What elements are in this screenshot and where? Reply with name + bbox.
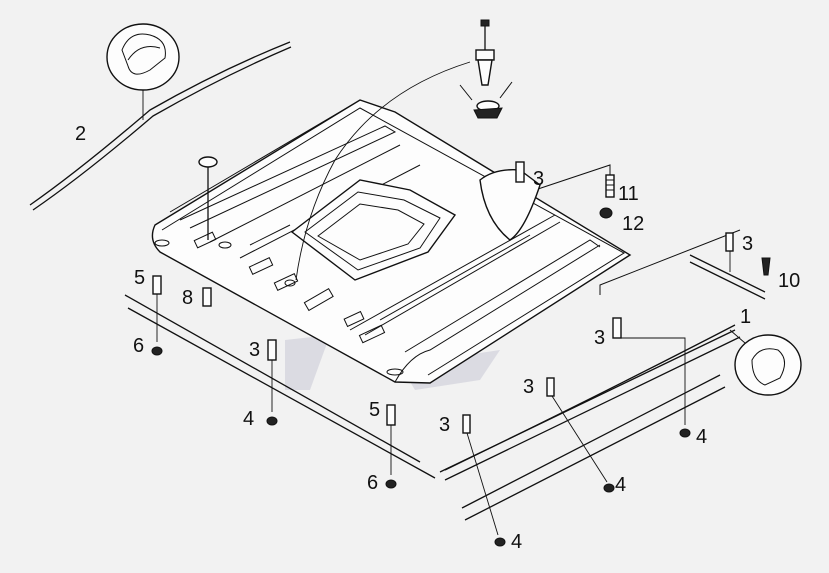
callout-1[interactable]: 1 [740, 306, 751, 328]
callout-3b[interactable]: 3 [742, 233, 753, 255]
callout-3f[interactable]: 3 [594, 327, 605, 349]
callout-4d[interactable]: 4 [511, 531, 522, 553]
roof-panel [151, 99, 632, 384]
fasteners [151, 156, 771, 547]
callout-labels: 2 1 3 11 12 3 10 5 8 6 3 4 5 6 3 3 3 4 4… [75, 123, 800, 553]
callout-4a[interactable]: 4 [243, 408, 254, 430]
callout-3c[interactable]: 3 [249, 339, 260, 361]
callout-2[interactable]: 2 [75, 123, 86, 145]
callout-3e[interactable]: 3 [523, 376, 534, 398]
callout-4b[interactable]: 4 [696, 426, 707, 448]
callout-12[interactable]: 12 [622, 213, 644, 235]
sunroof-pivot-assembly [295, 19, 615, 281]
callout-4c[interactable]: 4 [615, 474, 626, 496]
weatherstrip-left [29, 23, 292, 211]
callout-5a[interactable]: 5 [134, 267, 145, 289]
callout-3a[interactable]: 3 [533, 168, 544, 190]
callout-11[interactable]: 11 [618, 183, 639, 205]
callout-6a[interactable]: 6 [133, 335, 144, 357]
lower-rails [124, 229, 766, 521]
callout-3d[interactable]: 3 [439, 414, 450, 436]
weatherstrip-right [444, 324, 802, 471]
callout-10[interactable]: 10 [778, 270, 800, 292]
callout-5b[interactable]: 5 [369, 399, 380, 421]
callout-8[interactable]: 8 [182, 287, 193, 309]
callout-6b[interactable]: 6 [367, 472, 378, 494]
